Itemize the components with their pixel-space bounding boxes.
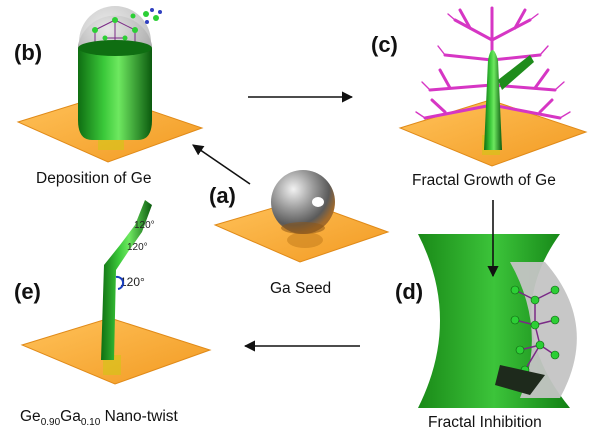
ge-side-branch-c [498, 55, 534, 90]
arrow-a-to-b [192, 144, 251, 185]
ge-trunk-c [484, 50, 502, 150]
caption-e-rest: Nano-twist [100, 408, 178, 425]
panel-e: 120° 120° 120° [20, 200, 212, 385]
panel-d [418, 234, 577, 408]
fractal-twigs [415, 13, 571, 119]
caption-c: Fractal Growth of Ge [412, 172, 556, 189]
angle-mark-3 [115, 275, 125, 290]
panel-c [398, 6, 588, 167]
caption-b: Deposition of Ge [36, 170, 152, 187]
ga-droplet-highlight [312, 197, 324, 207]
caption-a: Ga Seed [270, 280, 332, 297]
ge-nanowire-b [78, 48, 152, 140]
caption-e: Ge0.90Ga0.10 Nano-twist [20, 408, 178, 428]
panel-letter-a: (a) [209, 183, 236, 208]
ga-droplet [271, 170, 335, 234]
angle-label-1: 120° [134, 220, 155, 231]
panel-letter-b: (b) [14, 40, 43, 65]
caption-e-ga-frac: 0.10 [80, 417, 101, 429]
fractal-branches [423, 6, 562, 120]
panel-letter-d: (d) [395, 279, 424, 304]
panel-b [16, 6, 204, 163]
ga-droplet-reflection [287, 232, 323, 248]
precursor-molecules [130, 8, 162, 24]
ge-nanotwist-e [101, 200, 152, 360]
caption-d: Fractal Inhibition [428, 414, 542, 431]
caption-e-ga: Ga [60, 408, 81, 425]
panel-letter-c: (c) [371, 32, 398, 57]
caption-e-ge: Ge [20, 408, 41, 425]
panel-letter-e: (e) [14, 279, 41, 304]
process-arrows [192, 91, 499, 352]
panel-a [213, 170, 390, 263]
inhibited-branch-d [495, 365, 545, 395]
caption-e-ge-frac: 0.90 [40, 417, 61, 429]
substrate-plate-e [20, 317, 212, 385]
ga-droplet-base [281, 222, 325, 234]
angle-label-2: 120° [127, 242, 148, 253]
angle-label-3: 120° [120, 275, 145, 289]
ge-nanowire-b-top [78, 40, 152, 56]
